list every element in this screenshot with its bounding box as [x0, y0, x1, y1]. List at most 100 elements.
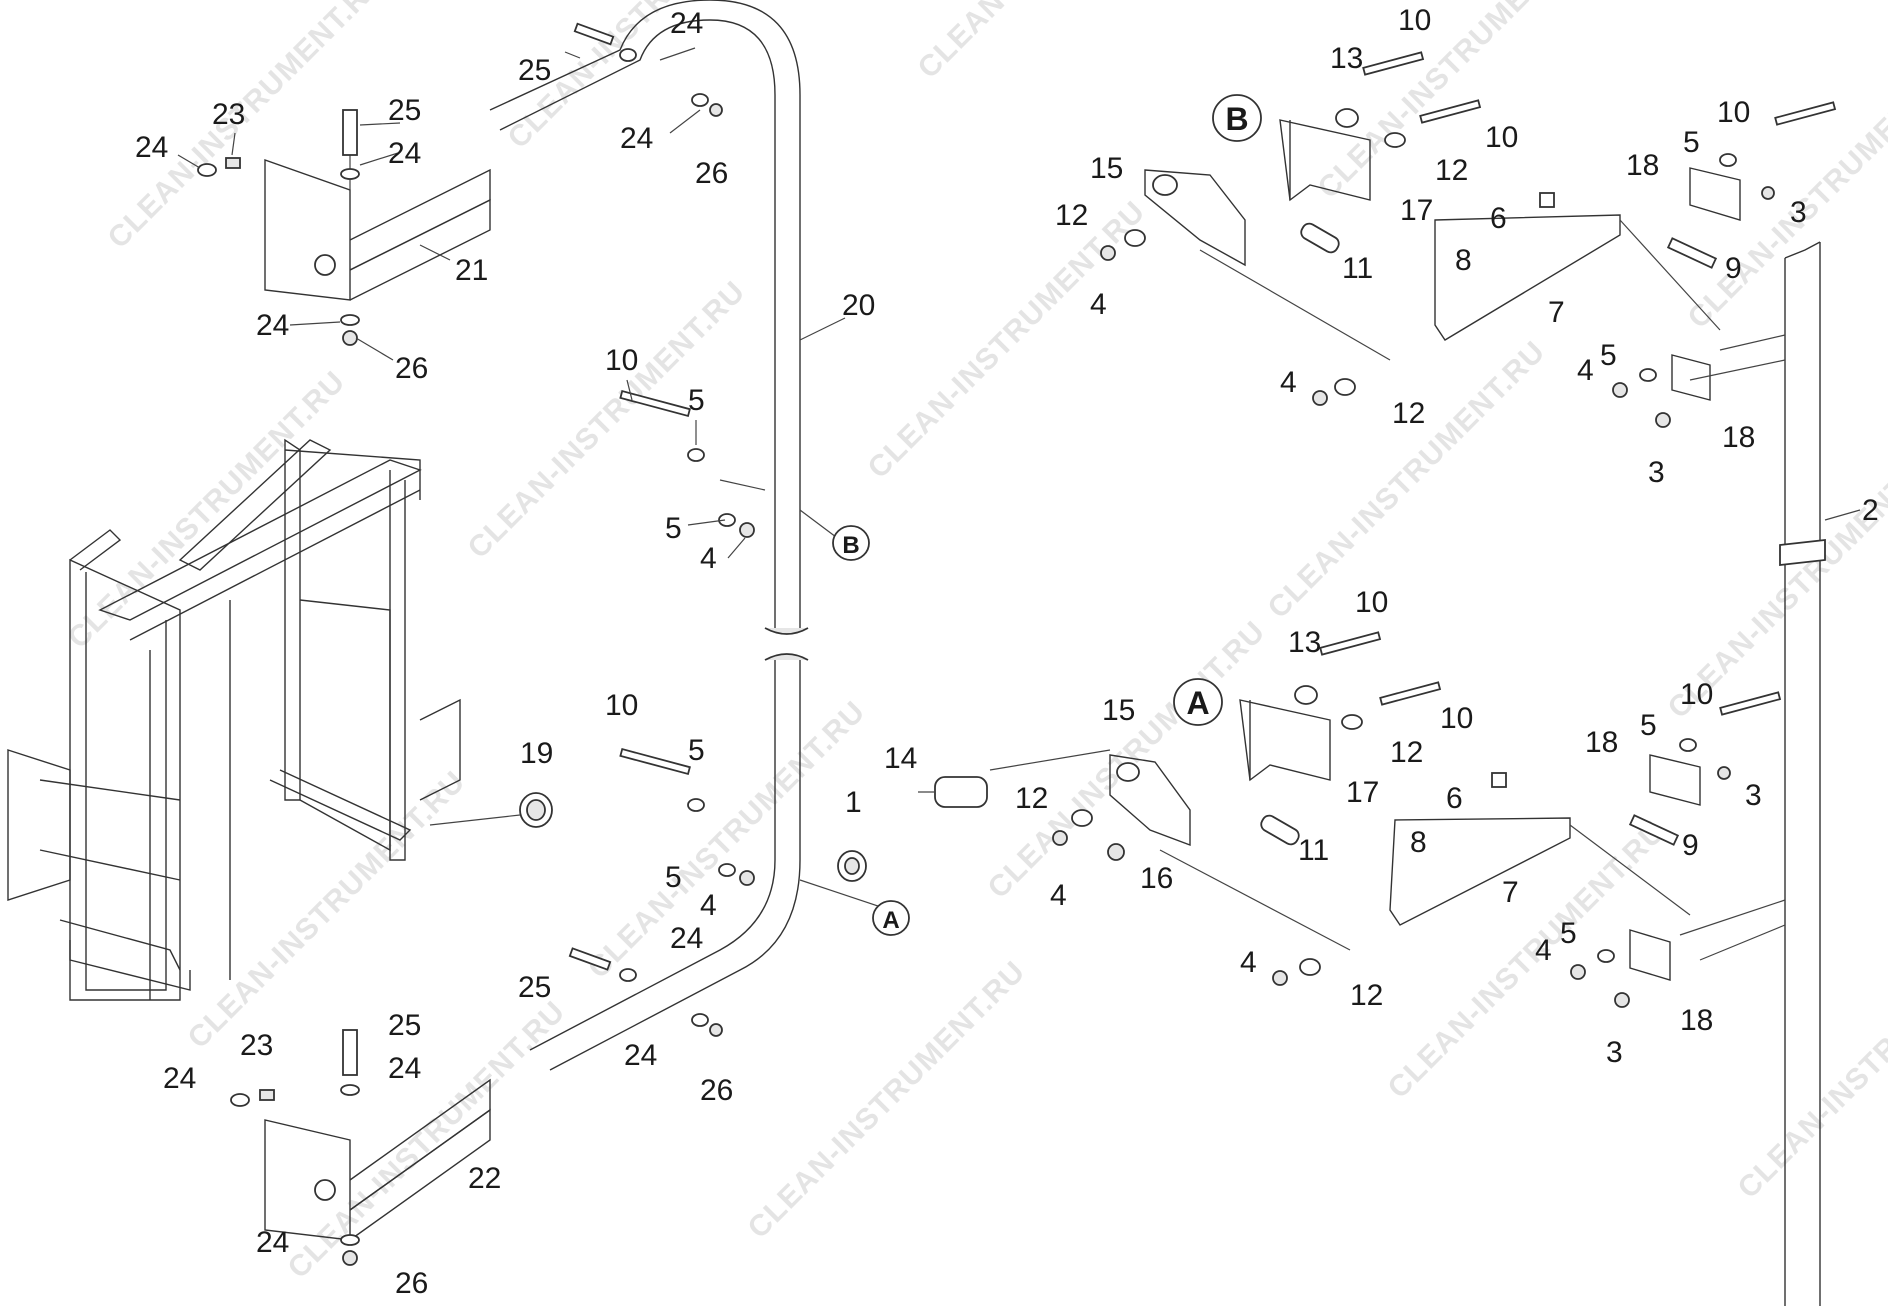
callout-7: 7	[1502, 876, 1519, 909]
callout-25: 25	[518, 971, 551, 1004]
callout-10: 10	[1440, 702, 1473, 735]
watermark-text: CLEAN-INSTRUMENT.RU	[982, 615, 1272, 905]
callout-4: 4	[1280, 366, 1297, 399]
callout-25: 25	[518, 54, 551, 87]
callout-4: 4	[1577, 354, 1594, 387]
svg-text:B: B	[842, 532, 859, 559]
marker-b-large: B	[1212, 94, 1262, 142]
callout-5: 5	[665, 512, 682, 545]
callout-24: 24	[388, 1052, 421, 1085]
callout-2: 2	[1862, 494, 1879, 527]
callout-13: 13	[1330, 42, 1363, 75]
callout-12: 12	[1435, 154, 1468, 187]
callout-labels: 24 25 24 26 23 25 24 24 21 24 26 20 10 5…	[135, 4, 1879, 1300]
callout-18: 18	[1585, 726, 1618, 759]
callout-12: 12	[1055, 199, 1088, 232]
svg-text:A: A	[882, 907, 899, 934]
callout-21: 21	[455, 254, 488, 287]
callout-24: 24	[163, 1062, 196, 1095]
callout-11: 11	[1342, 252, 1373, 285]
callout-5: 5	[688, 384, 705, 417]
callout-5: 5	[1683, 126, 1700, 159]
watermark-text: CLEAN-INSTRUMENT.RU	[462, 275, 752, 565]
bracket-assembly-21	[197, 109, 491, 346]
callout-8: 8	[1455, 244, 1472, 277]
callout-24: 24	[135, 131, 168, 164]
callout-4: 4	[1240, 946, 1257, 979]
callout-4: 4	[700, 889, 717, 922]
callout-24: 24	[620, 122, 653, 155]
svg-text:B: B	[1225, 101, 1248, 137]
watermark-text: CLEAN-INSTRUMENT.RU	[182, 765, 472, 1055]
watermark-text: CLEAN-INSTRUMENT.RU	[582, 695, 872, 985]
callout-5: 5	[1600, 339, 1617, 372]
callout-6: 6	[1490, 202, 1507, 235]
callout-3: 3	[1648, 456, 1665, 489]
callout-17: 17	[1400, 194, 1433, 227]
callout-18: 18	[1626, 149, 1659, 182]
callout-4: 4	[1535, 934, 1552, 967]
handle-tube-20	[489, 0, 809, 1071]
callout-8: 8	[1410, 826, 1427, 859]
assembly-b	[1100, 51, 1837, 428]
callout-25: 25	[388, 1009, 421, 1042]
callout-25: 25	[388, 94, 421, 127]
bracket-assembly-22	[230, 1029, 491, 1266]
callout-24: 24	[256, 1226, 289, 1259]
callout-12: 12	[1350, 979, 1383, 1012]
callout-26: 26	[395, 1267, 428, 1300]
marker-a-large: A	[1173, 678, 1223, 726]
callout-11: 11	[1298, 834, 1329, 867]
callout-9: 9	[1725, 252, 1742, 285]
callout-18: 18	[1680, 1004, 1713, 1037]
watermark-text: CLEAN-INSTRUMENT.RU	[282, 995, 572, 1285]
callout-15: 15	[1102, 694, 1135, 727]
callout-26: 26	[700, 1074, 733, 1107]
assembly-a	[918, 631, 1782, 1008]
callout-23: 23	[240, 1029, 273, 1062]
callout-17: 17	[1346, 776, 1379, 809]
callout-5: 5	[665, 861, 682, 894]
callout-24: 24	[388, 137, 421, 170]
callout-10: 10	[1485, 121, 1518, 154]
watermark-text: CLEAN-INSTRUMENT.RU	[862, 195, 1152, 485]
callout-16: 16	[1140, 862, 1173, 895]
callout-24: 24	[624, 1039, 657, 1072]
callout-24: 24	[256, 309, 289, 342]
reference-markers: B A B A	[832, 94, 1262, 936]
watermark-text: CLEAN-INSTRUMENT.RU	[742, 955, 1032, 1245]
frame-assembly	[7, 438, 461, 1001]
callout-26: 26	[395, 352, 428, 385]
callout-12: 12	[1392, 397, 1425, 430]
callout-3: 3	[1745, 779, 1762, 812]
callout-5: 5	[1560, 917, 1577, 950]
callout-12: 12	[1015, 782, 1048, 815]
callout-20: 20	[842, 289, 875, 322]
callout-19: 19	[520, 737, 553, 770]
callout-18: 18	[1722, 421, 1755, 454]
callout-24: 24	[670, 7, 703, 40]
callout-22: 22	[468, 1162, 501, 1195]
callout-14: 14	[884, 742, 917, 775]
callout-3: 3	[1606, 1036, 1623, 1069]
callout-15: 15	[1090, 152, 1123, 185]
callout-5: 5	[1640, 709, 1657, 742]
roller-part-19	[429, 792, 553, 828]
callout-6: 6	[1446, 782, 1463, 815]
callout-5: 5	[688, 734, 705, 767]
callout-13: 13	[1288, 626, 1321, 659]
callout-10: 10	[1717, 96, 1750, 129]
callout-10: 10	[1680, 678, 1713, 711]
callout-9: 9	[1682, 829, 1699, 862]
callout-24: 24	[670, 922, 703, 955]
callout-4: 4	[1050, 879, 1067, 912]
callout-4: 4	[700, 542, 717, 575]
callout-23: 23	[212, 98, 245, 131]
callout-10: 10	[605, 689, 638, 722]
callout-10: 10	[605, 344, 638, 377]
callout-7: 7	[1548, 296, 1565, 329]
watermark-text: CLEAN-INSTRUMENT.RU	[912, 0, 1202, 85]
callout-26: 26	[695, 157, 728, 190]
